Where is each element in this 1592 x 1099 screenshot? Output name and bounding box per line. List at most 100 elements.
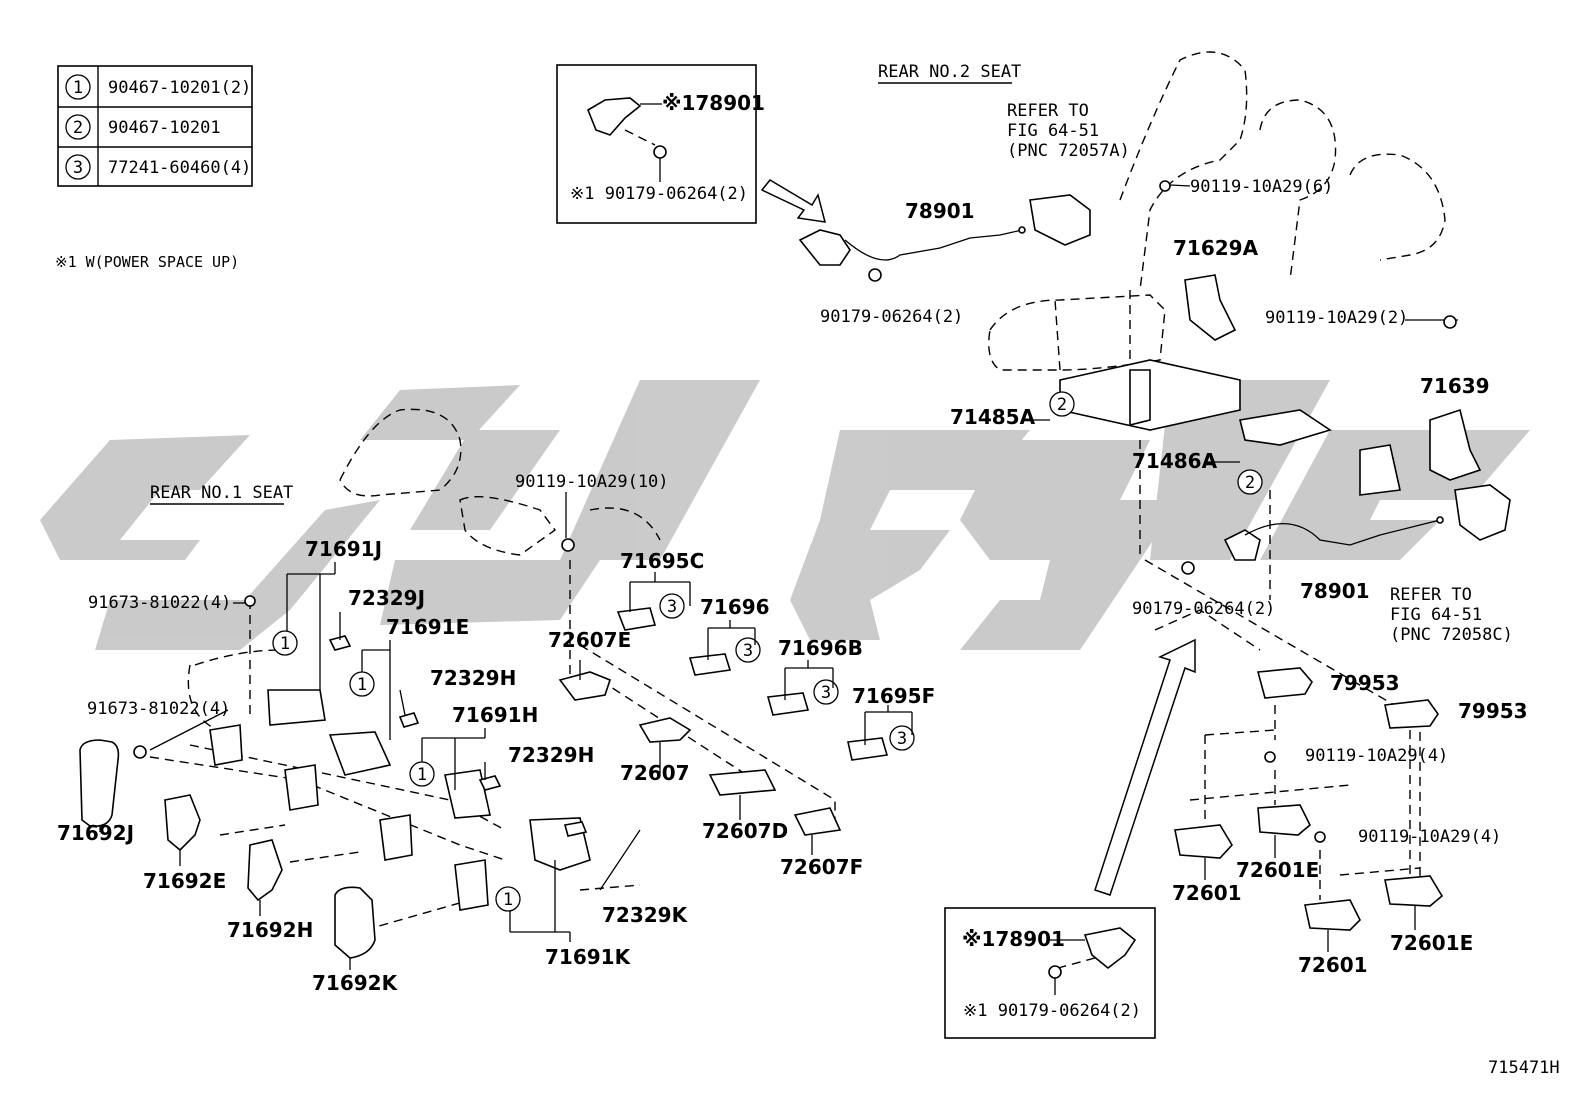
label-71692E: 71692E <box>143 869 226 893</box>
inset-bottom: ※178901 ※1 90179-06264(2) <box>944 907 1156 1039</box>
callout-2-b: 2 <box>1237 469 1263 495</box>
callout-3-a: 3 <box>659 593 685 619</box>
label-71485A: 71485A <box>950 405 1036 429</box>
arrow-icon <box>760 179 827 223</box>
motor-icon <box>1029 194 1091 246</box>
label-71691H: 71691H <box>452 703 538 727</box>
callout-1-d: 1 <box>495 886 521 912</box>
refer-line: FIG 64-51 <box>1390 605 1482 625</box>
inset-top: ※178901 ※1 90179-06264(2) <box>556 64 765 224</box>
label-71695C: 71695C <box>620 549 704 573</box>
bolt-icon <box>1314 831 1326 843</box>
seat-track-cover-rear2 <box>1059 274 1482 496</box>
callout-3-b: 3 <box>735 637 761 663</box>
callout-1-c: 1 <box>409 761 435 787</box>
label-72601E-b: 72601E <box>1390 931 1473 955</box>
bracket-icon <box>1429 408 1482 481</box>
legend-row-3: 3 77241-60460(4) <box>65 154 251 180</box>
leader-lines <box>286 562 913 942</box>
refer-line: REFER TO <box>1007 101 1089 121</box>
label-72329H-b: 72329H <box>508 743 594 767</box>
refer-line: FIG 64-51 <box>1007 121 1099 141</box>
legend-part: 90467-10201(2) <box>108 78 251 98</box>
bolt-icon <box>1264 751 1276 763</box>
label-79953-b: 79953 <box>1458 699 1528 723</box>
cover-icon <box>79 739 120 828</box>
label-71696B: 71696B <box>778 636 863 660</box>
legend-table: 1 90467-10201(2) 2 90467-10201 3 77241-6… <box>57 65 253 187</box>
arrow-icon <box>1094 638 1196 896</box>
svg-text:2: 2 <box>1057 395 1067 415</box>
legend-row-1: 1 90467-10201(2) <box>65 74 251 100</box>
label-90119-4a: 90119-10A29(4) <box>1305 746 1448 766</box>
bracket-icon <box>1184 274 1237 341</box>
label-72607D: 72607D <box>702 819 788 843</box>
inset-top-part-label: ※178901 <box>662 91 765 115</box>
label-90119-10: 90119-10A29(10) <box>515 472 669 492</box>
label-72329H-a: 72329H <box>430 666 516 690</box>
inset-bottom-part-label: ※178901 <box>962 927 1065 951</box>
refer-block-2: REFER TO FIG 64-51 (PNC 72058C) <box>1390 585 1513 645</box>
legend-key: 2 <box>73 118 83 138</box>
rear1-parts <box>79 538 889 959</box>
callout-1-a: 1 <box>272 630 298 656</box>
label-72607: 72607 <box>620 761 690 785</box>
legend-key: 3 <box>73 158 83 178</box>
label-79953-a: 79953 <box>1330 671 1400 695</box>
label-78901-top: 78901 <box>905 199 975 223</box>
cable-assembly-top <box>798 194 1091 282</box>
inset-bottom-bolt-label: ※1 90179-06264(2) <box>963 1001 1141 1021</box>
cable-assembly-mid <box>1181 484 1511 575</box>
svg-text:1: 1 <box>417 765 427 785</box>
refer-line: (PNC 72057A) <box>1007 141 1130 161</box>
label-72329J: 72329J <box>348 586 425 610</box>
note-power-space-up: ※1 W(POWER SPACE UP) <box>55 253 239 271</box>
label-90119-4b: 90119-10A29(4) <box>1358 827 1501 847</box>
svg-text:1: 1 <box>357 675 367 695</box>
label-71486A: 71486A <box>1132 449 1218 473</box>
motor-icon <box>1454 484 1511 541</box>
label-72329K: 72329K <box>602 903 689 927</box>
label-72607F: 72607F <box>780 855 863 879</box>
nut-icon <box>1048 965 1062 979</box>
motor-icon <box>587 97 642 136</box>
callout-3-c: 3 <box>813 679 839 705</box>
svg-text:3: 3 <box>897 729 907 749</box>
bolt-icon <box>1443 315 1457 329</box>
nut-icon <box>653 145 667 159</box>
legend-part: 77241-60460(4) <box>108 158 251 178</box>
section-title-rear2: REAR NO.2 SEAT <box>878 62 1021 82</box>
svg-text:1: 1 <box>280 634 290 654</box>
label-91673-a: 91673-81022(4) <box>88 593 231 613</box>
legend-row-2: 2 90467-10201 <box>65 114 221 140</box>
svg-text:3: 3 <box>821 683 831 703</box>
label-72601-a: 72601 <box>1172 881 1242 905</box>
inset-top-bolt-label: ※1 90179-06264(2) <box>570 184 748 204</box>
callout-2-a: 2 <box>1049 391 1075 417</box>
label-78901-mid: 78901 <box>1300 579 1370 603</box>
refer-block-1: REFER TO FIG 64-51 (PNC 72057A) <box>1007 101 1130 161</box>
legend-key: 1 <box>73 78 83 98</box>
label-72601E-a: 72601E <box>1236 858 1319 882</box>
legend-part: 90467-10201 <box>108 118 221 138</box>
bolt-icon <box>1159 180 1171 192</box>
bolt-icon <box>244 595 256 607</box>
label-71692J: 71692J <box>57 821 134 845</box>
svg-text:2: 2 <box>1245 473 1255 493</box>
cover-icon <box>247 839 283 902</box>
callout-1-b: 1 <box>349 671 375 697</box>
figure-id: 715471H <box>1488 1058 1560 1078</box>
label-72601-b: 72601 <box>1298 953 1368 977</box>
label-71691J: 71691J <box>305 537 382 561</box>
nut-icon <box>868 268 882 282</box>
label-71696: 71696 <box>700 595 770 619</box>
cover-icon <box>164 794 201 852</box>
label-90119-6: 90119-10A29(6) <box>1190 177 1333 197</box>
bolt-icon <box>561 538 575 552</box>
label-71639: 71639 <box>1420 374 1490 398</box>
rear2-lower-parts <box>1174 667 1444 931</box>
label-71691E: 71691E <box>386 615 469 639</box>
svg-text:3: 3 <box>667 597 677 617</box>
callout-3-d: 3 <box>889 725 915 751</box>
